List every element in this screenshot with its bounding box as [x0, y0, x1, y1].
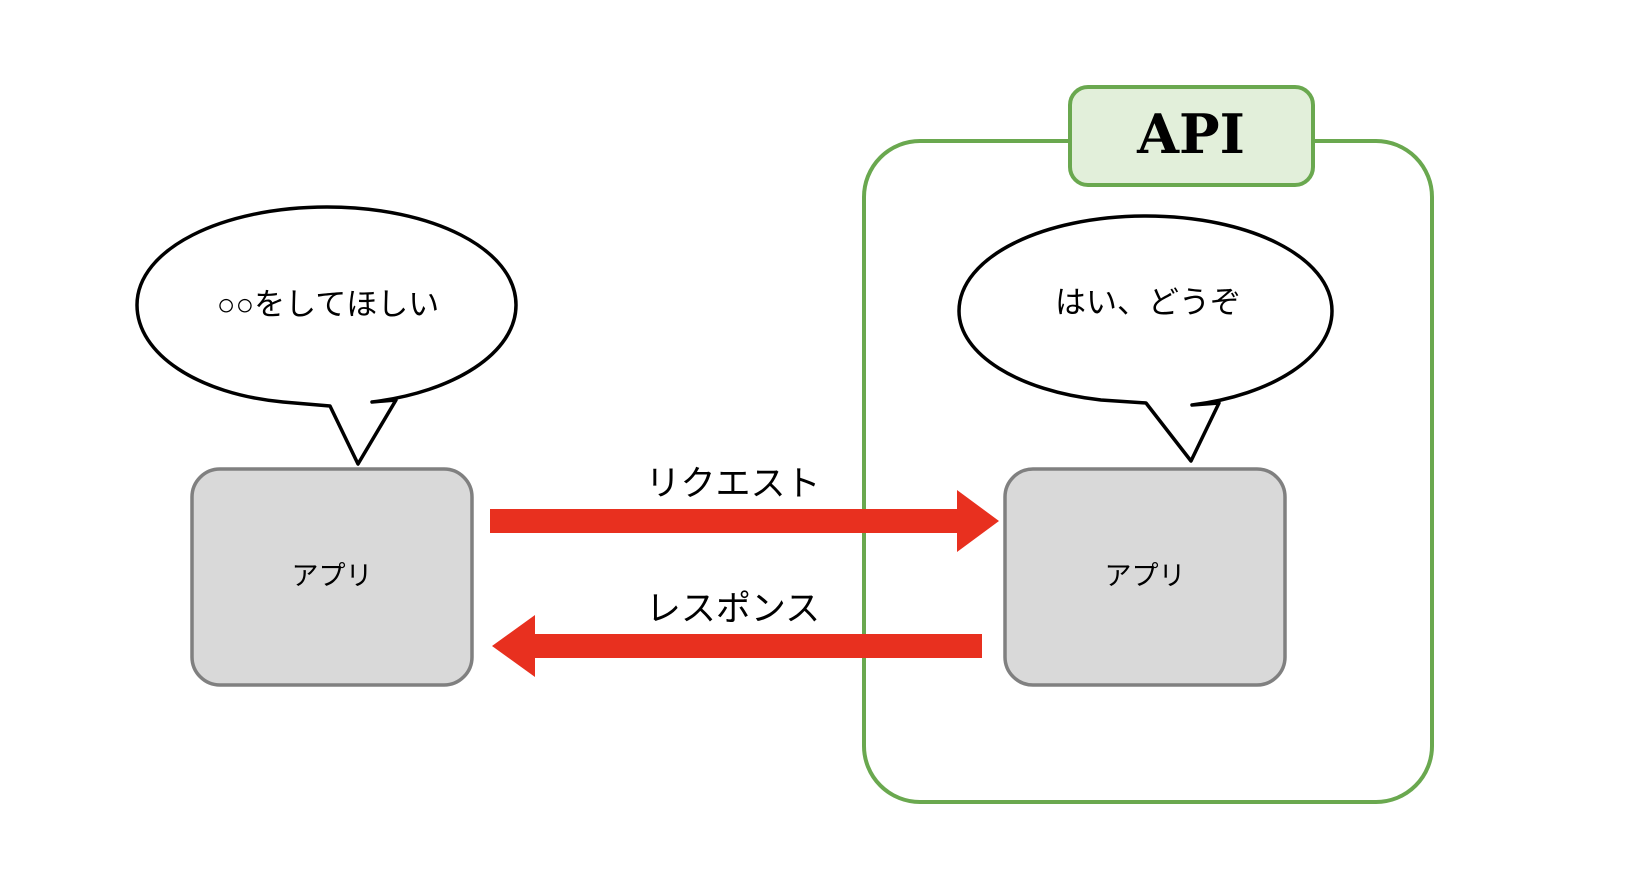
response-arrow-shape	[492, 615, 982, 677]
server-bubble-shape	[957, 214, 1334, 463]
client-app-box-label: アプリ	[292, 561, 373, 591]
request-arrow-shape	[490, 490, 999, 552]
server-speech-bubble: はい、どうぞ	[957, 214, 1334, 463]
server-bubble-text: はい、どうぞ	[1055, 285, 1241, 320]
request-arrow: リクエスト	[490, 464, 999, 552]
server-app-box-label: アプリ	[1105, 561, 1186, 591]
api-label-text: API	[1136, 102, 1245, 166]
client-app-box-rect	[190, 467, 474, 687]
api-label-box-rect	[1068, 85, 1315, 187]
api-container-outline	[862, 139, 1434, 804]
client-bubble-shape	[135, 205, 518, 466]
client-bubble-text: ○○をしてほしい	[217, 287, 440, 322]
api-container-group	[862, 139, 1434, 804]
server-app-box: アプリ	[1003, 467, 1287, 687]
client-app-box: アプリ	[190, 467, 474, 687]
response-arrow-label: レスポンス	[646, 589, 820, 628]
request-arrow-label: リクエスト	[645, 464, 820, 503]
api-label-box: API	[1068, 85, 1315, 187]
server-app-box-rect	[1003, 467, 1287, 687]
response-arrow: レスポンス	[492, 589, 982, 677]
client-speech-bubble: ○○をしてほしい	[135, 205, 518, 466]
